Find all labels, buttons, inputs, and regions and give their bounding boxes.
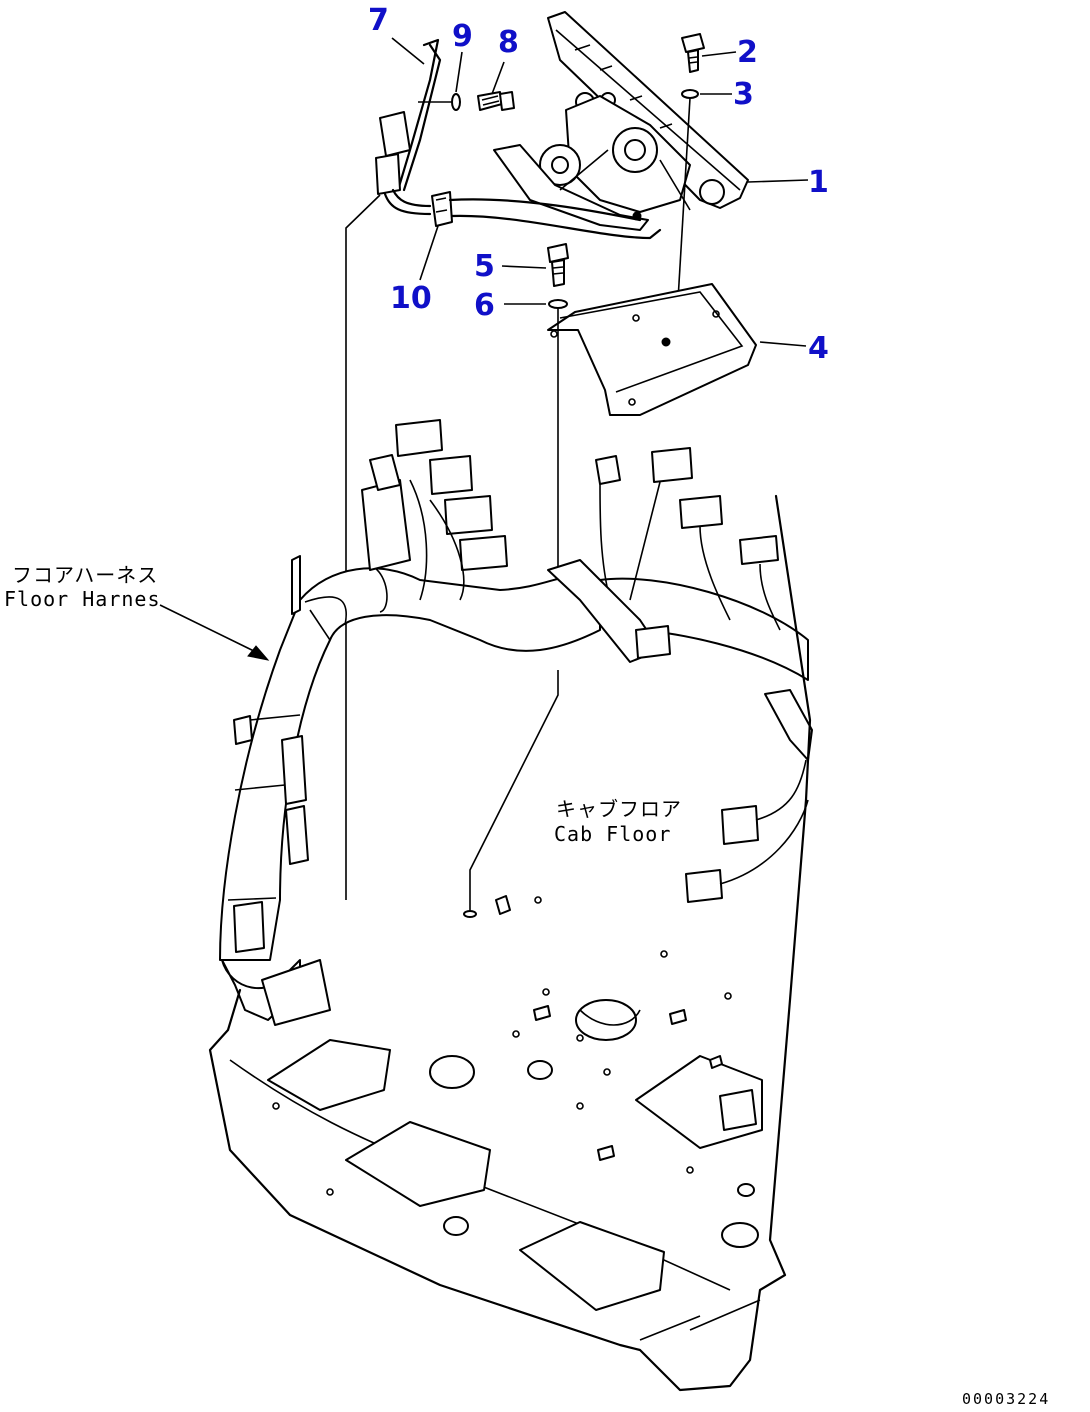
floor-harness-label-en: Floor Harnes — [4, 587, 161, 611]
part-3-washer — [677, 89, 699, 301]
floor-harness-leader — [159, 604, 270, 661]
part-1-switch-assembly — [493, 11, 749, 231]
cab-floor-label-en: Cab Floor — [554, 822, 671, 846]
callout-8: 8 — [498, 25, 519, 60]
drawing-code: 00003224 — [962, 1390, 1050, 1408]
floor-harness-label-jp: フコアハーネス — [12, 563, 158, 587]
part-5-bolt — [547, 243, 569, 287]
cab-floor — [208, 494, 812, 1392]
callout-5: 5 — [474, 249, 495, 284]
part-9-washer — [418, 93, 461, 111]
floor-harness — [219, 419, 813, 1026]
part-8-screw — [477, 91, 515, 111]
callout-7: 7 — [368, 3, 389, 38]
callout-2: 2 — [737, 35, 758, 70]
part-4-bracket — [547, 283, 757, 416]
part-7-cable — [345, 38, 442, 900]
callout-6: 6 — [474, 288, 495, 323]
part-6-washer — [463, 299, 568, 918]
callout-4: 4 — [808, 331, 829, 366]
callout-9: 9 — [452, 19, 473, 54]
part-10-clamp — [431, 191, 662, 240]
cab-floor-label-jp: キャブフロア — [556, 797, 682, 821]
callout-3: 3 — [733, 77, 754, 112]
callout-leaders — [391, 37, 809, 347]
callout-10: 10 — [390, 281, 432, 316]
callout-1: 1 — [808, 165, 829, 200]
part-2-bolt — [681, 33, 705, 73]
